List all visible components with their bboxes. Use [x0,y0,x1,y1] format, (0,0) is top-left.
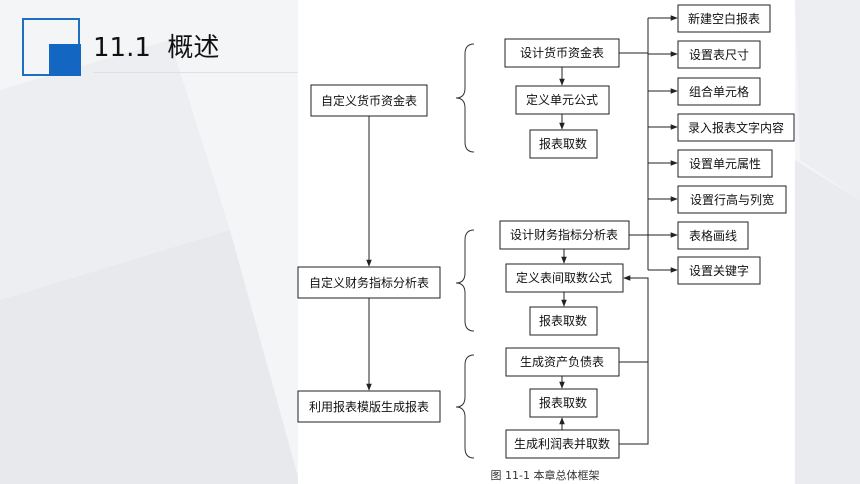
line-income-to-formula [619,362,649,445]
step-design-ratio-label: 设计财务指标分析表 [510,227,618,242]
step-inter-table-formula [505,263,624,293]
brace-group1 [455,43,475,153]
step-unit-formula-label: 定义单元公式 [526,92,598,107]
step-fetch-1 [529,129,598,159]
op-box-7 [677,221,749,250]
step-fetch-2 [529,306,598,336]
step-fetch-2-label: 报表取数 [539,313,587,328]
step-unit-formula [515,85,610,115]
op-box-5 [677,149,773,178]
group-label-currency: 自定义货币资金表 [321,93,417,108]
op-box-2 [677,40,761,69]
op-label-7: 表格画线 [689,228,737,243]
step-fetch-1-label: 报表取数 [539,136,587,151]
arrow-balance-to-formula [619,275,649,363]
brace-group2 [455,229,475,332]
brace-group3 [455,354,475,459]
title-decoration-square [49,44,81,76]
step-inter-table-formula-label: 定义表间取数公式 [516,270,612,285]
op-box-1 [677,4,771,33]
op-box-8 [677,256,761,285]
op-label-1: 新建空白报表 [688,11,760,26]
step-income-statement [505,429,620,459]
figure-caption: 图 11-1 本章总体框架 [491,468,600,482]
title-underline [93,72,298,73]
group-label-template: 利用报表模版生成报表 [309,399,429,414]
step-design-ratio [499,220,630,250]
op-box-6 [677,185,787,214]
op-label-2: 设置表尺寸 [689,48,749,62]
step-design-currency-label: 设计货币资金表 [520,45,604,60]
step-balance-sheet-label: 生成资产负债表 [520,355,604,369]
op-label-5: 设置单元属性 [689,157,761,171]
step-fetch-3 [529,388,598,418]
op-label-3: 组合单元格 [689,84,749,99]
group-box-template [297,390,441,423]
op-box-4 [677,113,795,142]
op-label-8: 设置关键字 [689,263,749,278]
slide-title: 11.1 概述 [93,33,220,63]
op-label-4: 录入报表文字内容 [688,120,784,135]
step-income-statement-label: 生成利润表并取数 [514,436,610,451]
op-box-3 [677,77,761,106]
step-fetch-3-label: 报表取数 [539,395,587,410]
op-label-6: 设置行高与列宽 [690,192,774,207]
group-label-ratio: 自定义财务指标分析表 [309,275,429,290]
